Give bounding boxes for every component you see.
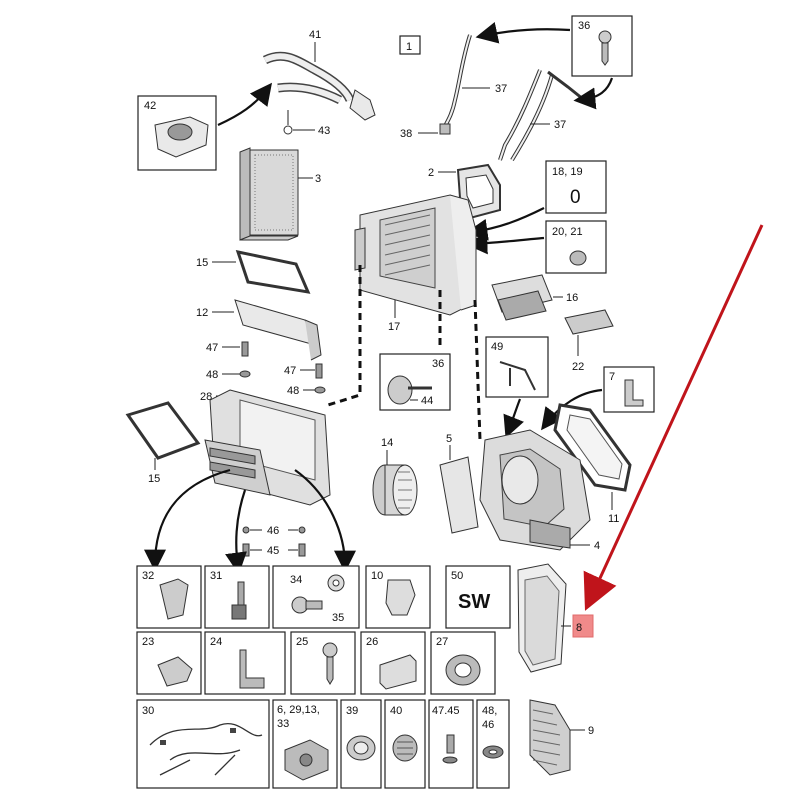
- svg-text:34: 34: [290, 574, 302, 586]
- label-5: 5: [446, 433, 452, 445]
- label-37b: 37: [554, 119, 566, 131]
- svg-text:27: 27: [436, 636, 448, 648]
- heater-housing-lower: [204, 389, 331, 506]
- svg-text:26: 26: [366, 636, 378, 648]
- label-48b: 48: [287, 385, 299, 397]
- pipe-fitting-38: [439, 123, 451, 135]
- dashed-link-right: [473, 299, 482, 441]
- blower-frame-5: [439, 456, 479, 534]
- label-48a: 48: [206, 369, 218, 381]
- tile-10: 10: [365, 565, 431, 629]
- module-22: [564, 309, 614, 335]
- o-ring-43: [283, 125, 293, 135]
- tile-30: 30: [136, 699, 270, 789]
- svg-text:23: 23: [142, 636, 154, 648]
- label-12: 12: [196, 307, 208, 319]
- svg-text:47.45: 47.45: [432, 705, 460, 717]
- tile-24: 24: [204, 631, 286, 695]
- highlight-arrow: [583, 224, 764, 611]
- label-42: 42: [144, 100, 156, 112]
- tile-47-45: 47.45: [428, 699, 474, 789]
- label-2: 2: [428, 167, 434, 179]
- gasket-15-top: [235, 250, 311, 294]
- callout-box-1: [399, 35, 421, 55]
- tile-31: 31: [204, 565, 270, 629]
- o-ring-symbol: 0: [570, 187, 581, 208]
- label-36a: 36: [578, 20, 590, 32]
- label-49: 49: [491, 341, 503, 353]
- tile-25: 25: [290, 631, 356, 695]
- highlight-box-8: [572, 614, 594, 638]
- tile-6-29-13-33: 6, 29,13, 33: [272, 699, 338, 789]
- svg-text:24: 24: [210, 636, 222, 648]
- label-7: 7: [609, 371, 615, 383]
- label-38: 38: [400, 128, 412, 140]
- svg-text:25: 25: [296, 636, 308, 648]
- tile-39: 39: [340, 699, 382, 789]
- tile-23: 23: [136, 631, 202, 695]
- evaporator-housing-17: [354, 194, 477, 316]
- label-36b: 36: [432, 358, 444, 370]
- label-3: 3: [315, 173, 321, 185]
- label-37a: 37: [495, 83, 507, 95]
- label-46: 46: [267, 525, 279, 537]
- hose-clip: [349, 89, 376, 121]
- callout-box-20-21: [545, 220, 607, 274]
- label-16: 16: [566, 292, 578, 304]
- svg-text:46: 46: [482, 719, 494, 731]
- label-8: 8: [576, 622, 582, 634]
- svg-text:6, 29,13,: 6, 29,13,: [277, 704, 320, 716]
- callout-box-18-19: [545, 160, 607, 214]
- label-20-21: 20, 21: [552, 226, 583, 238]
- label-4: 4: [594, 540, 600, 552]
- tile-50: 50 SW: [445, 565, 511, 629]
- label-14: 14: [381, 437, 393, 449]
- label-47b: 47: [284, 365, 296, 377]
- blower-motor-14: [372, 464, 418, 516]
- label-9: 9: [588, 725, 594, 737]
- tile-32: 32: [136, 565, 202, 629]
- label-44: 44: [421, 395, 433, 407]
- svg-text:48,: 48,: [482, 705, 497, 717]
- label-15b: 15: [148, 473, 160, 485]
- dashed-link-left: [327, 265, 362, 407]
- label-18-19: 18, 19: [552, 166, 583, 178]
- label-1: 1: [406, 41, 412, 53]
- heater-core-3: [239, 147, 299, 241]
- svg-text:31: 31: [210, 570, 222, 582]
- tile-40: 40: [384, 699, 426, 789]
- svg-text:33: 33: [277, 718, 289, 730]
- label-22: 22: [572, 361, 584, 373]
- label-41: 41: [309, 29, 321, 41]
- label-45: 45: [267, 545, 279, 557]
- label-11: 11: [608, 513, 619, 525]
- duct-12: [234, 299, 316, 346]
- tile-27: 27: [430, 631, 496, 695]
- svg-text:39: 39: [346, 705, 358, 717]
- svg-text:30: 30: [142, 705, 154, 717]
- blower-housing-4: [479, 429, 591, 551]
- svg-text:40: 40: [390, 705, 402, 717]
- gasket-15-left: [125, 401, 201, 460]
- svg-text:35: 35: [332, 612, 344, 624]
- svg-text:32: 32: [142, 570, 154, 582]
- sw-code: SW: [458, 591, 490, 613]
- fan-wheel-9: [529, 699, 571, 776]
- svg-text:50: 50: [451, 570, 463, 582]
- label-43: 43: [318, 125, 330, 137]
- svg-text:10: 10: [371, 570, 383, 582]
- label-17: 17: [388, 321, 400, 333]
- tile-34-35: 34 35: [272, 565, 360, 629]
- label-15a: 15: [196, 257, 208, 269]
- tile-48-46: 48, 46: [476, 699, 510, 789]
- label-28: 28: [200, 391, 212, 403]
- tile-26: 26: [360, 631, 426, 695]
- label-47a: 47: [206, 342, 218, 354]
